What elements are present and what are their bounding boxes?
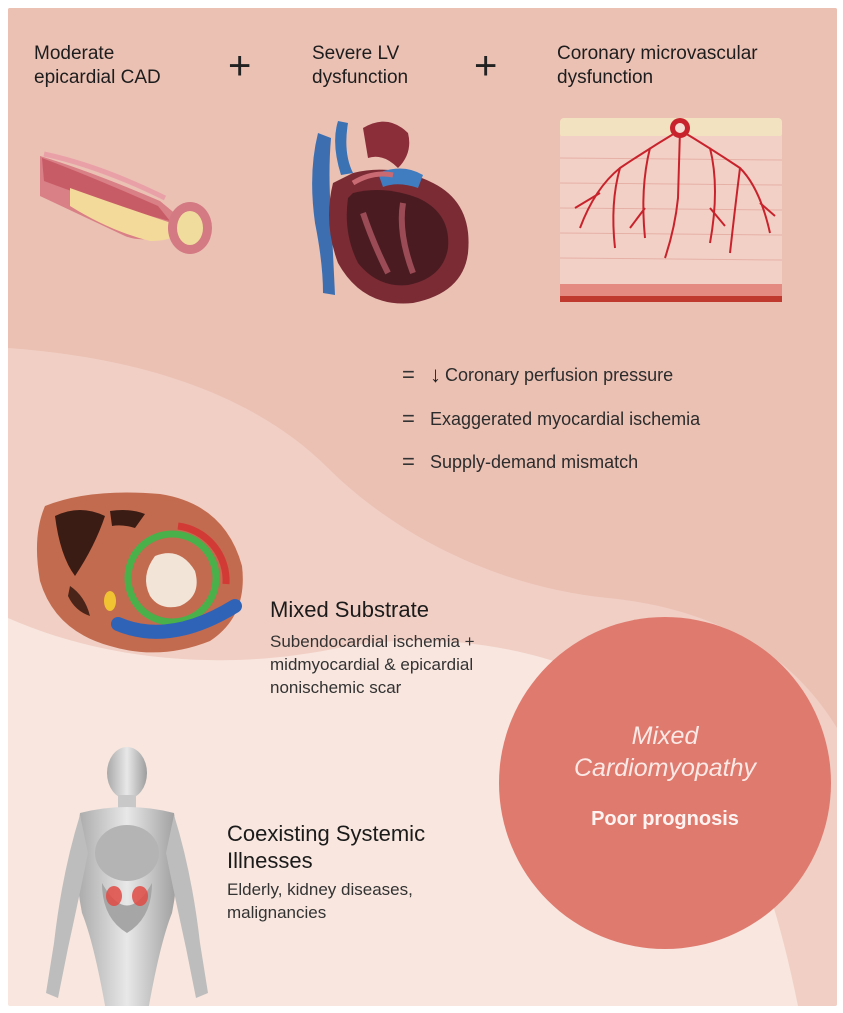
- plus-sign-1: +: [228, 46, 251, 86]
- mixed-substrate-description: Subendocardial ischemia + midmyocardial …: [270, 630, 475, 699]
- mixed-cardiomyopathy-title: Mixed Cardiomyopathy: [496, 720, 834, 784]
- equals-sign: =: [402, 362, 430, 388]
- equation-text-2: Exaggerated myocardial ischemia: [430, 409, 700, 430]
- label-microvascular-dysfunction: Coronary microvascular dysfunction: [557, 42, 758, 90]
- equation-perfusion-pressure: = ↓ Coronary perfusion pressure: [402, 362, 673, 388]
- heart-anatomy-icon: [293, 113, 473, 313]
- systemic-illnesses-title: Coexisting Systemic Illnesses: [227, 820, 425, 874]
- equals-sign: =: [402, 406, 430, 432]
- equation-text-1: Coronary perfusion pressure: [445, 365, 673, 386]
- diagram-canvas: Moderate epicardial CAD + Severe LV dysf…: [8, 8, 837, 1006]
- plus-sign-2: +: [474, 46, 497, 86]
- poor-prognosis-label: Poor prognosis: [496, 806, 834, 832]
- outcome-text-block: Mixed Cardiomyopathy Poor prognosis: [496, 720, 834, 832]
- label-epicardial-cad: Moderate epicardial CAD: [34, 42, 161, 90]
- human-body-icon: [40, 743, 215, 1006]
- down-arrow-icon: ↓: [430, 362, 441, 388]
- equals-sign: =: [402, 449, 430, 475]
- myocardium-slice-icon: [30, 486, 250, 658]
- equation-supply-demand: = Supply-demand mismatch: [402, 449, 638, 475]
- label-lv-dysfunction: Severe LV dysfunction: [312, 42, 408, 90]
- mixed-substrate-title: Mixed Substrate: [270, 596, 429, 623]
- equation-myocardial-ischemia: = Exaggerated myocardial ischemia: [402, 406, 700, 432]
- microvasculature-icon: [560, 108, 782, 308]
- artery-cross-section-icon: [30, 126, 220, 261]
- systemic-illnesses-description: Elderly, kidney diseases, malignancies: [227, 878, 413, 924]
- equation-text-3: Supply-demand mismatch: [430, 452, 638, 473]
